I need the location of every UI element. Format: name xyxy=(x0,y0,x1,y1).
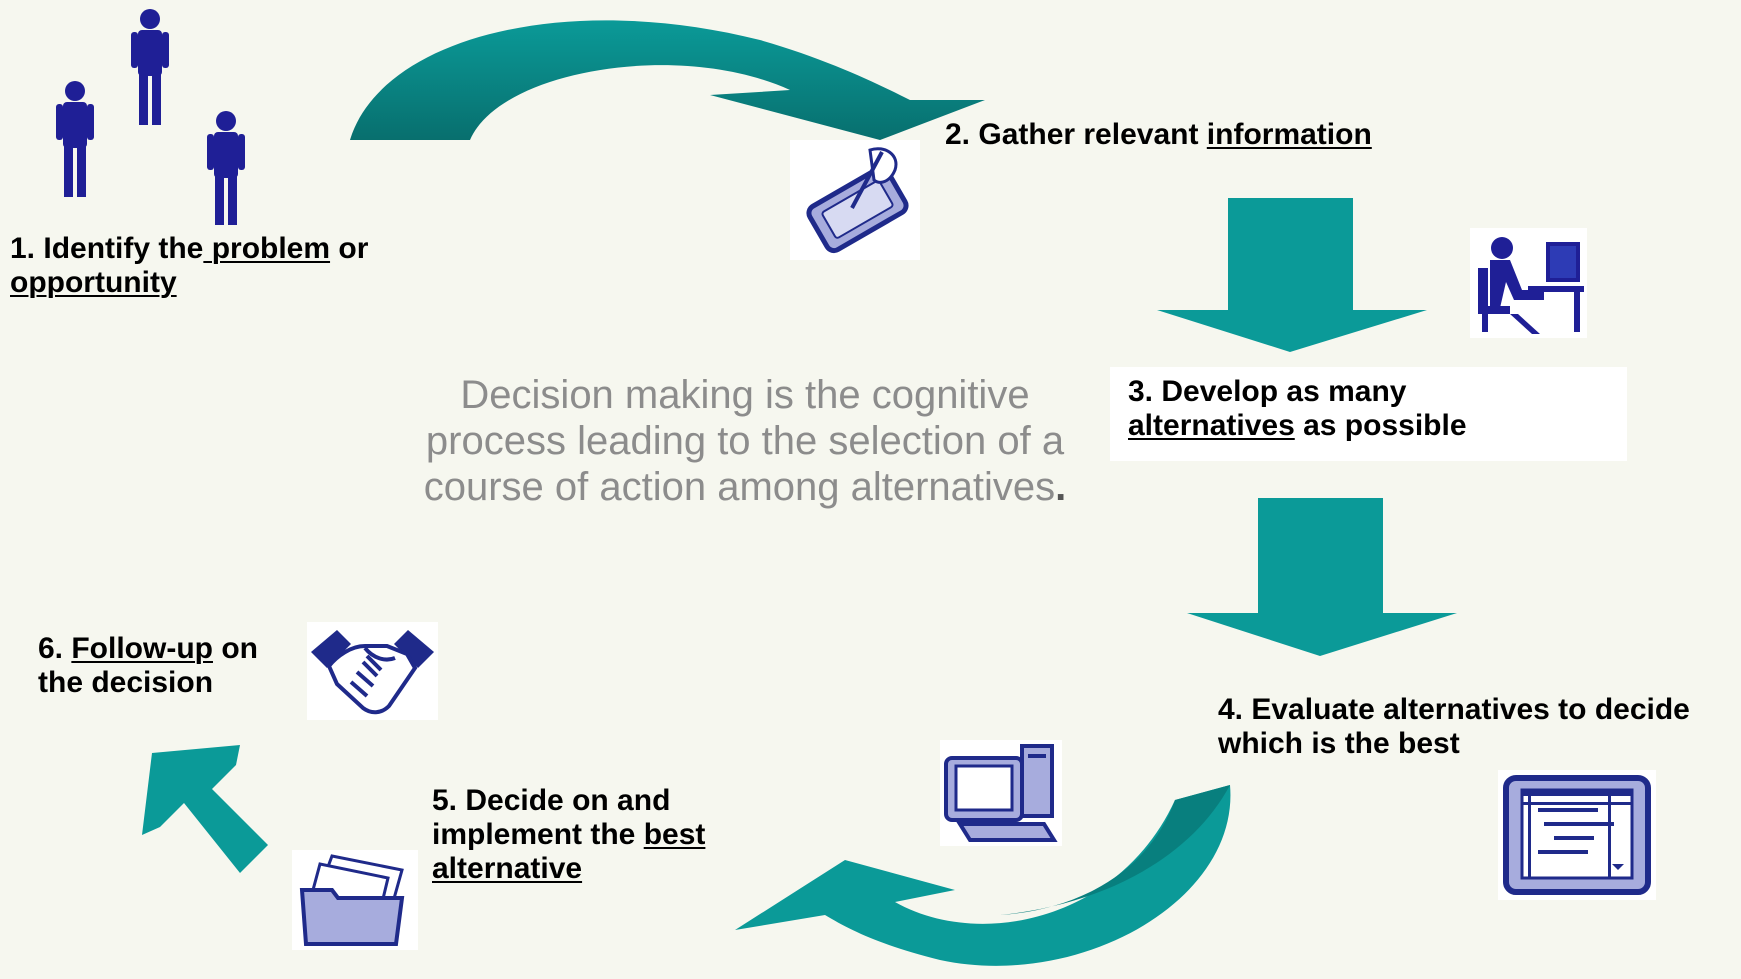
step-1-link-problem[interactable]: problem xyxy=(203,232,331,265)
step-3-suffix: as possible xyxy=(1294,409,1467,442)
step-2-link-information[interactable]: information xyxy=(1206,118,1372,151)
desktop-computer-icon xyxy=(940,740,1062,846)
step-4-line2: which is the best xyxy=(1218,727,1460,760)
person-at-desk-icon xyxy=(1470,228,1587,338)
step-6-suffix: on xyxy=(212,632,258,665)
handheld-pen-icon xyxy=(790,140,920,260)
down-arrow-2-to-3 xyxy=(1157,198,1427,352)
step-5-prefix2: implement the xyxy=(432,818,644,851)
step-1-link-opportunity[interactable]: opportunity xyxy=(10,266,177,299)
step-2-prefix: 2. Gather relevant xyxy=(945,118,1207,151)
step-5-line1: 5. Decide on and xyxy=(432,784,671,817)
step-6-prefix: 6. xyxy=(38,632,72,665)
center-description-text: Decision making is the cognitive process… xyxy=(423,373,1065,509)
people-icon xyxy=(56,9,245,225)
handshake-icon xyxy=(307,622,438,720)
step-5-link-alternative[interactable]: alternative xyxy=(432,852,583,885)
step-6-label: 6. Follow-up on the decision xyxy=(38,632,258,700)
step-3-link-alternatives[interactable]: alternatives xyxy=(1128,409,1295,442)
step-1-label: 1. Identify the problem or opportunity xyxy=(10,232,430,300)
folders-icon xyxy=(292,850,418,950)
gantt-chart-icon xyxy=(1498,770,1656,900)
step-5-link-best[interactable]: best xyxy=(643,818,706,851)
arrow-shape-top xyxy=(350,20,985,140)
center-description-period: . xyxy=(1055,465,1067,509)
step-5-label: 5. Decide on and implement the best alte… xyxy=(432,784,705,886)
center-description: Decision making is the cognitive process… xyxy=(420,372,1070,510)
step-4-line1: 4. Evaluate alternatives to decide xyxy=(1218,693,1690,726)
step-6-link-follow-up[interactable]: Follow-up xyxy=(71,632,213,665)
step-4-label: 4. Evaluate alternatives to decide which… xyxy=(1218,693,1690,761)
step-6-line2: the decision xyxy=(38,666,214,699)
step-3-line1: 3. Develop as many xyxy=(1128,375,1407,408)
step-2-label: 2. Gather relevant information xyxy=(945,118,1372,152)
diagonal-arrow-5-to-6 xyxy=(142,745,268,873)
step-1-prefix: 1. Identify the xyxy=(10,232,204,265)
step-1-or: or xyxy=(330,232,369,265)
step-3-label: 3. Develop as many alternatives as possi… xyxy=(1110,367,1627,461)
down-arrow-3-to-4 xyxy=(1187,498,1457,656)
